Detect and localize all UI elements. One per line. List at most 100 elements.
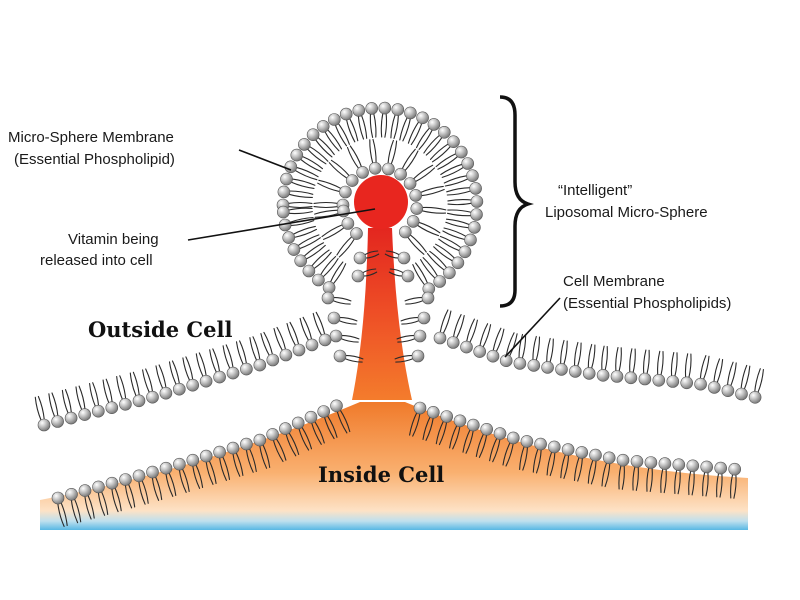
lipid-tail (400, 316, 420, 322)
lipid-tail (425, 416, 434, 441)
lipid-head (404, 106, 417, 120)
lipid-tail (429, 143, 450, 160)
lipid-head (279, 422, 292, 435)
lipid-head (306, 128, 320, 141)
lipid-head (748, 390, 762, 404)
lipid-tail (394, 354, 414, 360)
lipid-tail (429, 250, 448, 269)
lipid-tail (660, 351, 664, 377)
lipid-tail (208, 459, 217, 485)
lipid-head (470, 195, 484, 208)
lipid-head (321, 291, 335, 305)
lipid-tail (446, 187, 471, 193)
lipid-head (146, 390, 159, 404)
lipid-tail (414, 167, 436, 183)
lipid-head (534, 437, 547, 451)
lipid-tail (438, 421, 448, 446)
lipid-tail (618, 347, 622, 373)
lipid-tail (111, 487, 119, 513)
lipid-head (352, 104, 366, 117)
lipid-tail (48, 393, 56, 418)
lipid-tail (629, 348, 633, 374)
lipid-tail (404, 296, 424, 302)
lipid-head (78, 408, 91, 421)
lipid-tail (313, 251, 332, 270)
lipid-tail (492, 438, 501, 463)
lipid-head (470, 208, 483, 221)
micro-sphere-label-line1: Micro-Sphere Membrane (8, 129, 174, 146)
lipid-tail (326, 128, 343, 150)
lipid-tail (420, 259, 436, 280)
lipid-head (686, 459, 700, 473)
lipid-tail (61, 389, 69, 415)
lipid-tail (435, 243, 456, 260)
lipid-tail (691, 470, 695, 496)
lipid-head (589, 448, 602, 462)
lipid-tail (344, 357, 363, 363)
lipid-tail (292, 225, 316, 236)
lipid-tail (314, 138, 333, 158)
lipid-tail (345, 118, 356, 143)
lipid-tail (102, 379, 110, 404)
lipid-tail (317, 182, 341, 193)
lipid-tail (649, 467, 653, 493)
lipid-tail (730, 473, 734, 499)
lipid-tail (323, 416, 335, 440)
lipid-tail (440, 163, 464, 176)
lipid-head (520, 435, 534, 448)
lipid-tail (192, 464, 201, 489)
lipid-head (292, 343, 306, 357)
lipid-tail (298, 427, 310, 451)
lipid-tail (346, 146, 360, 170)
lipid-tail (409, 234, 427, 253)
lipid-head (378, 101, 392, 115)
lipid-tail (505, 332, 515, 357)
lipid-head (421, 291, 435, 305)
lipid-head (266, 428, 279, 441)
lipid-head (735, 387, 748, 401)
lipid-head (302, 264, 316, 278)
lipid-tail (340, 334, 360, 340)
lipid-head (694, 377, 707, 391)
lipid-tail (421, 206, 447, 211)
lipid-head (37, 418, 51, 432)
lipid-tail (621, 464, 625, 490)
lipid-tail (405, 299, 424, 305)
lipid-tail (168, 471, 177, 497)
lipid-tail (336, 235, 353, 256)
lipid-head (610, 370, 624, 383)
lipid-head (391, 103, 405, 116)
lipid-head (266, 353, 280, 367)
lipid-tail (34, 396, 42, 422)
lipid-tail (73, 498, 82, 523)
lipid-tail (329, 261, 344, 284)
lipid-tail (439, 235, 462, 249)
lipid-tail (445, 218, 471, 226)
lipid-head (64, 411, 78, 425)
lipid-tail (390, 140, 398, 166)
lipid-tail (465, 429, 474, 454)
lipid-tail (573, 341, 579, 367)
lipid-head (652, 373, 666, 387)
outside-cell-label: Outside Cell (88, 317, 232, 342)
lipid-tail (577, 457, 583, 482)
lipid-tail (702, 471, 706, 497)
lipid-tail (677, 469, 681, 495)
lipid-head (602, 451, 616, 465)
lipid-head (290, 148, 304, 162)
lipid-head (480, 422, 494, 436)
lipid-tail (560, 453, 567, 479)
lipid-head (329, 329, 343, 343)
lipid-tail (165, 472, 174, 497)
lipid-tail (393, 114, 399, 139)
lipid-tail (396, 334, 416, 340)
lipid-tail (185, 356, 194, 381)
lipid-tail (684, 353, 689, 379)
lipid-tail (338, 316, 358, 322)
lipid-tail (138, 480, 146, 505)
lipid-head (443, 266, 456, 280)
lipid-tail (475, 433, 485, 458)
lipid-head (365, 102, 379, 115)
lipid-head (341, 217, 355, 230)
lipid-tail (181, 467, 190, 493)
